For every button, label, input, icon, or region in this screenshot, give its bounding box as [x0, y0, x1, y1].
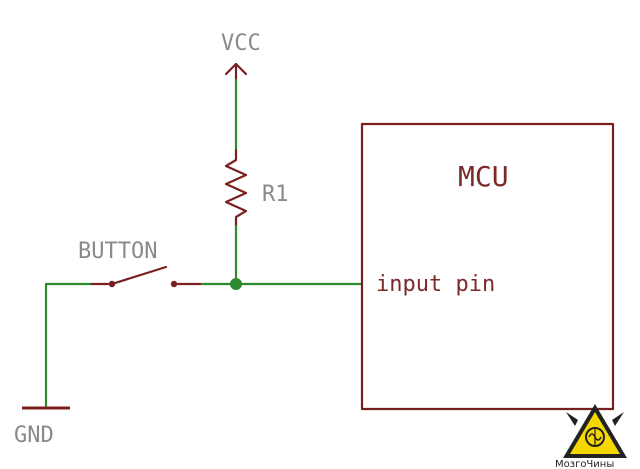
resistor-r1: [224, 148, 248, 228]
gnd-label: GND: [14, 423, 54, 448]
watermark-logo: МозгоЧины: [555, 404, 627, 469]
button-label: BUTTON: [78, 239, 157, 264]
input-pin-label: input pin: [376, 272, 495, 297]
mcu-box: [360, 122, 615, 411]
vcc-label: VCC: [221, 31, 261, 56]
watermark-text: МозгоЧины: [555, 459, 614, 469]
vcc-arrow: [224, 62, 248, 82]
brain-warning-triangle-icon: [563, 404, 627, 458]
r1-label: R1: [262, 182, 289, 207]
mcu-label: MCU: [458, 160, 509, 193]
wire-button-to-gnd: [44, 282, 92, 410]
button-switch: [88, 265, 202, 288]
